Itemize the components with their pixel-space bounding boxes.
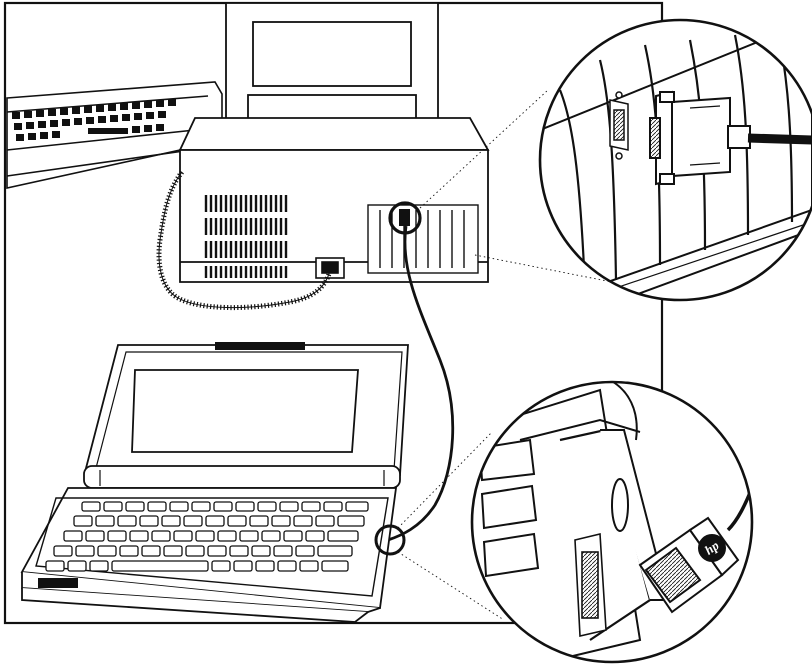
laptop-side-keys: [480, 440, 538, 576]
key-row-4: [54, 546, 352, 556]
key-row-3: [64, 531, 358, 541]
laptop-serial-port: [575, 534, 606, 636]
key-row-5: [46, 561, 348, 571]
db9-cable: [748, 138, 812, 140]
key-row-2: [74, 516, 364, 526]
expansion-slots: [368, 205, 478, 273]
desktop-system-unit: [180, 118, 488, 282]
